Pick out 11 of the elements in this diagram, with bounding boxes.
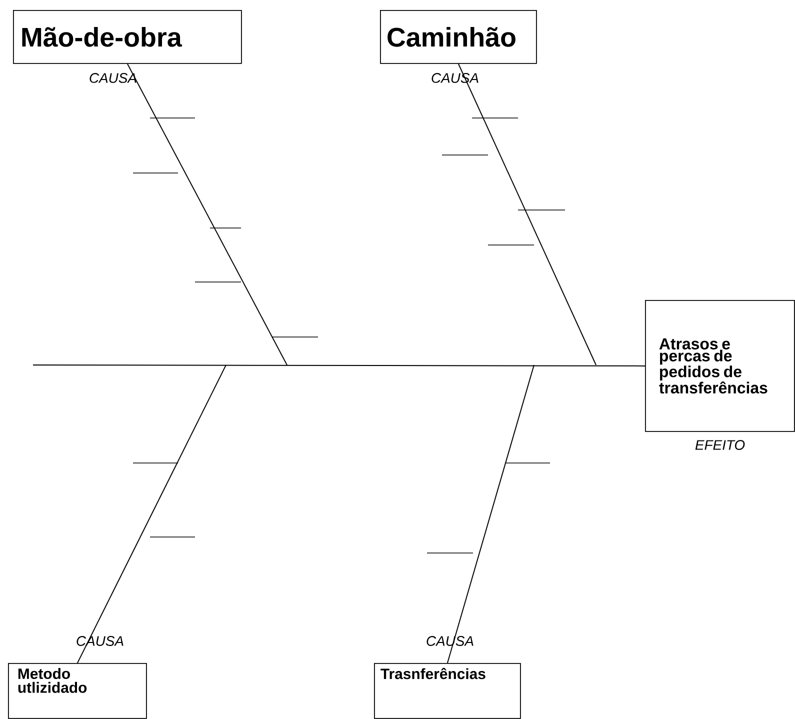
cause-box: Caminhão <box>380 10 537 64</box>
spine-line <box>32 364 646 366</box>
bone-line <box>76 364 226 664</box>
bone-line <box>126 63 288 366</box>
effect-box: Atrasos e percas de pedidos de transferências <box>645 300 795 432</box>
bone-line <box>458 63 596 366</box>
bone-line <box>446 364 534 664</box>
cause-box: Trasnferências <box>374 663 521 719</box>
effect-label: EFEITO <box>695 440 745 450</box>
cause-box: Metodo utlizidado <box>8 663 147 719</box>
cause-box: Mão-de-obra <box>13 10 242 64</box>
